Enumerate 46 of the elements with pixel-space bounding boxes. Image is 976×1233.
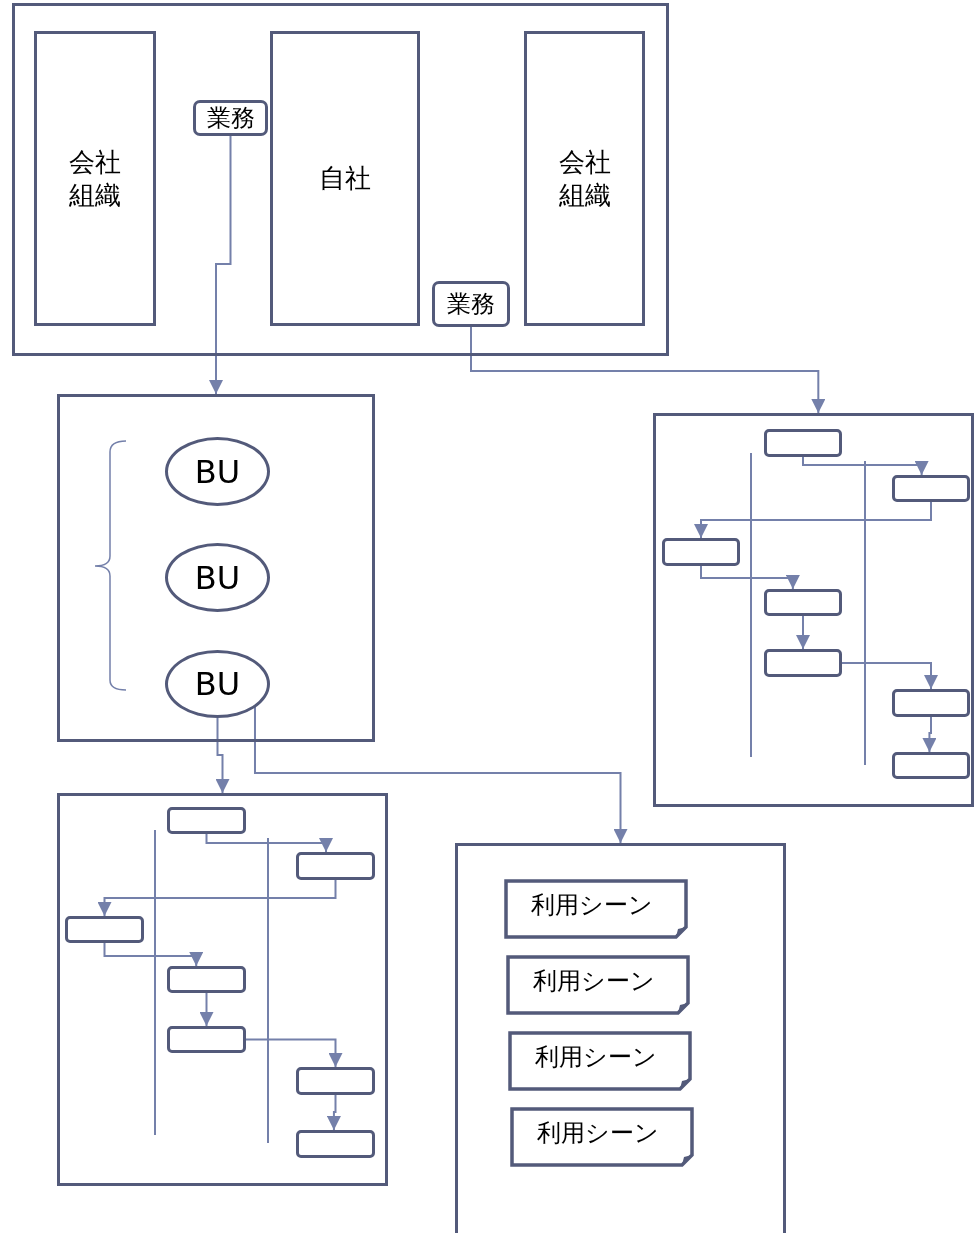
arrow [326,1094,341,1131]
task-tag: 業務 [193,100,268,136]
step-box [764,589,842,616]
arrow [802,456,929,476]
arrow [470,326,826,414]
bu-ellipse: BU [165,437,270,506]
arrow [694,501,932,539]
step-box [296,1130,375,1158]
panel [12,3,669,356]
step-box [65,916,144,943]
note-card: 利用シーン [506,955,690,1015]
arrow [103,942,204,967]
step-box [892,752,970,779]
arrow [922,716,937,753]
organization-box: 会社組織 [524,31,645,326]
task-tag: 業務 [432,281,510,327]
bu-ellipse: BU [165,543,270,612]
step-box [892,689,970,717]
panel [57,394,375,742]
step-box [662,538,740,566]
step-box [764,429,842,457]
arrow [205,833,333,853]
step-box [167,966,246,993]
arrow [209,135,232,395]
organization-box: 会社組織 [34,31,156,326]
arrow [841,662,938,690]
panel [57,793,388,1186]
organization-box: 自社 [270,31,420,326]
arrow [97,879,337,917]
step-box [296,1067,375,1095]
arrow [215,717,230,794]
step-box [296,852,375,880]
panel [653,413,974,807]
step-box [167,1026,246,1053]
arrow [245,1038,343,1068]
arrow [700,565,800,590]
note-card: 利用シーン [508,1031,692,1091]
arrow [796,615,810,650]
arrow [199,992,214,1027]
note-card: 利用シーン [504,879,688,939]
bu-ellipse: BU [165,650,270,718]
panel [455,843,786,1233]
step-box [764,649,842,677]
step-box [167,807,246,834]
step-box [892,475,970,502]
note-card: 利用シーン [510,1107,694,1167]
